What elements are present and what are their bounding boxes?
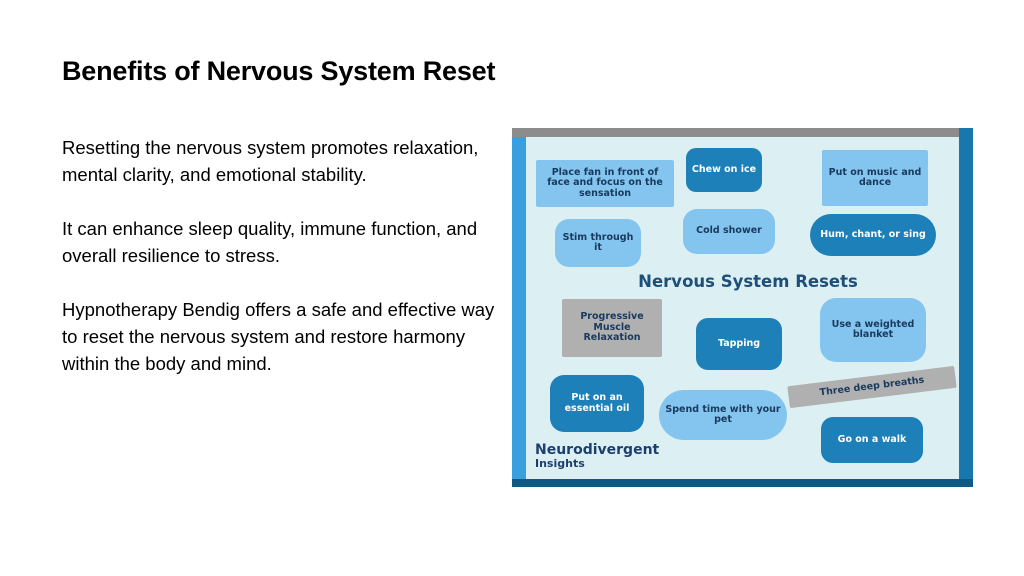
item-oil: Put on an essential oil — [550, 375, 644, 432]
item-walk: Go on a walk — [821, 417, 923, 463]
item-progressive-muscle-relaxation: Progressive Muscle Relaxation — [562, 299, 662, 357]
infographic-top-border — [512, 128, 973, 137]
item-blanket: Use a weighted blanket — [820, 298, 926, 362]
brand-logo: Neurodivergent Insights — [535, 443, 659, 470]
item-fan: Place fan in front of face and focus on … — [536, 160, 674, 207]
item-tapping: Tapping — [696, 318, 782, 370]
paragraph-hypnotherapy: Hypnotherapy Bendig offers a safe and ef… — [62, 299, 495, 374]
paragraph-relaxation: Resetting the nervous system promotes re… — [62, 137, 479, 185]
nervous-system-resets-infographic: Place fan in front of face and focus on … — [512, 128, 973, 487]
infographic-left-border — [512, 137, 526, 487]
item-hum: Hum, chant, or sing — [810, 214, 936, 256]
item-music: Put on music and dance — [822, 150, 928, 206]
item-pet: Spend time with your pet — [659, 390, 787, 440]
item-shower: Cold shower — [683, 209, 775, 254]
slide-body: Resetting the nervous system promotes re… — [62, 134, 502, 404]
infographic-right-border — [959, 128, 973, 487]
infographic-bottom-border — [512, 479, 973, 487]
brand-line-1: Neurodivergent — [535, 442, 660, 458]
item-ice: Chew on ice — [686, 148, 762, 192]
infographic-title: Nervous System Resets — [638, 272, 858, 291]
brand-line-2: Insights — [535, 457, 585, 470]
slide-title: Benefits of Nervous System Reset — [62, 56, 496, 86]
item-breaths: Three deep breaths — [787, 365, 957, 409]
item-stim: Stim through it — [555, 219, 641, 267]
paragraph-sleep: It can enhance sleep quality, immune fun… — [62, 218, 478, 266]
